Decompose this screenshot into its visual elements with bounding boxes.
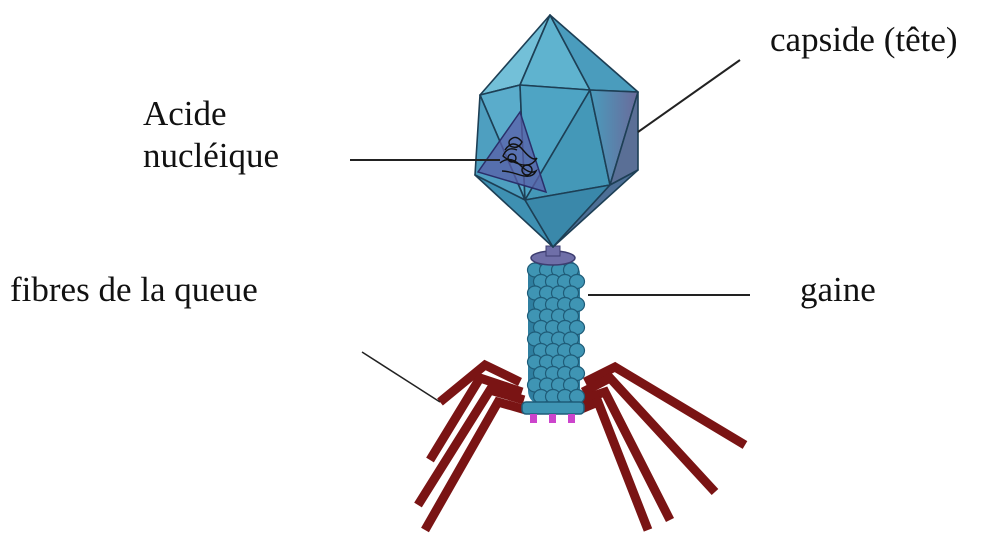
tail-fibers <box>418 365 745 530</box>
capsid-head <box>475 15 638 247</box>
leader-line-capsid <box>638 60 740 132</box>
label-nucleic-acid: Acide nucléique <box>143 93 279 177</box>
base-plate <box>522 402 584 423</box>
label-sheath: gaine <box>800 272 876 309</box>
tail-sheath <box>528 260 585 405</box>
leader-line-tail-fibers <box>362 352 440 402</box>
label-tail-fibers: fibres de la queue <box>10 272 258 309</box>
label-capsid: capside (tête) <box>770 22 958 59</box>
tail-fiber-right-3 <box>581 392 670 520</box>
label-nucleic-acid-line1: Acide <box>143 93 279 135</box>
label-nucleic-acid-line2: nucléique <box>143 135 279 177</box>
